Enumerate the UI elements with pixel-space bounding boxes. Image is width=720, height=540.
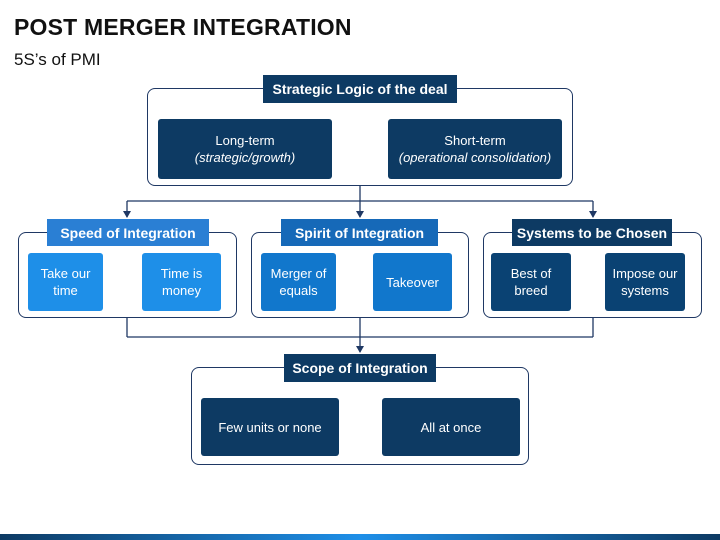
speed-right-box: Time is money — [142, 253, 221, 311]
systems-left-line1: Best of — [510, 266, 552, 281]
speed-left-box: Take our time — [28, 253, 103, 311]
scope-left-label: Few units or none — [218, 419, 322, 435]
systems-right-box: Impose our systems — [605, 253, 685, 311]
page-title: POST MERGER INTEGRATION — [14, 14, 352, 40]
spirit-left-line1: Merger of — [270, 266, 327, 281]
speed-right-line1: Time is — [160, 266, 203, 281]
strategic-left-box: Long-term (strategic/growth) — [158, 119, 332, 179]
systems-header: Systems to be Chosen — [512, 219, 672, 246]
spirit-right-label: Takeover — [386, 274, 439, 290]
spirit-left-line2: equals — [279, 283, 318, 298]
speed-header: Speed of Integration — [47, 219, 209, 246]
strategic-right-line1: Short-term — [444, 133, 506, 148]
systems-right-line1: Impose our — [612, 266, 678, 281]
strategic-right-line2: (operational consolidation) — [398, 150, 552, 165]
spirit-left-box: Merger of equals — [261, 253, 336, 311]
systems-left-box: Best of breed — [491, 253, 571, 311]
speed-left-line1: Take our — [40, 266, 91, 281]
strategic-right-box: Short-term (operational consolidation) — [388, 119, 562, 179]
speed-left-line2: time — [53, 283, 78, 298]
systems-left-line2: breed — [514, 283, 548, 298]
strategic-left-line2: (strategic/growth) — [194, 150, 296, 165]
scope-left-box: Few units or none — [201, 398, 339, 456]
strategic-header: Strategic Logic of the deal — [263, 75, 457, 103]
footer-accent-bar — [0, 534, 720, 540]
scope-right-label: All at once — [420, 419, 482, 435]
spirit-right-box: Takeover — [373, 253, 452, 311]
page-subtitle: 5S’s of PMI — [14, 50, 101, 69]
systems-right-line2: systems — [621, 283, 669, 298]
speed-right-line2: money — [161, 283, 202, 298]
scope-right-box: All at once — [382, 398, 520, 456]
scope-header: Scope of Integration — [284, 354, 436, 382]
spirit-header: Spirit of Integration — [281, 219, 438, 246]
strategic-left-line1: Long-term — [215, 133, 275, 148]
